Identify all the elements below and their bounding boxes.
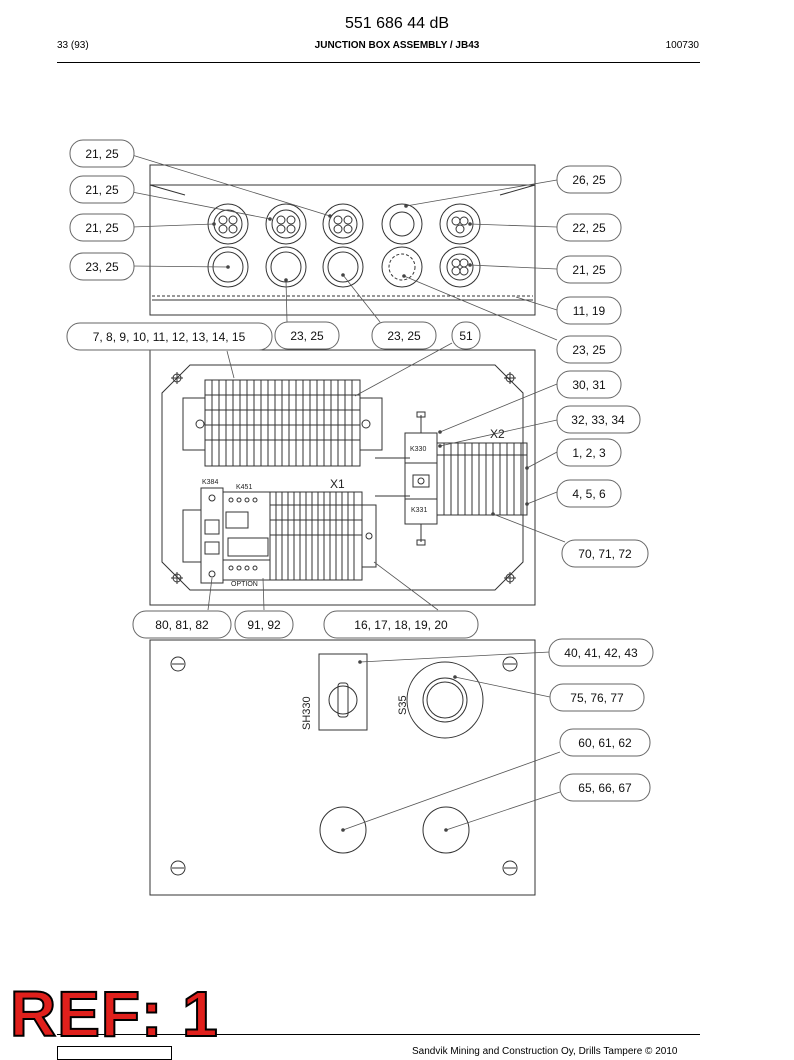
callout-l7: 23, 25 [387, 329, 421, 343]
callout-r14: 65, 66, 67 [578, 781, 632, 795]
header-rule [57, 62, 700, 63]
callout-r9: 4, 5, 6 [572, 487, 606, 501]
cover-panel [149, 639, 536, 896]
terminal-block-x1 [269, 491, 377, 581]
blind-plug-3 [322, 246, 364, 288]
emergency-stop-s35 [406, 661, 484, 739]
callout-r6: 30, 31 [572, 378, 606, 392]
cable-gland-2 [265, 203, 307, 245]
callout-r1: 26, 25 [572, 173, 606, 187]
contactor-k451 [222, 491, 271, 581]
upper-terminal-strip [182, 379, 383, 467]
callout-l1: 21, 25 [85, 147, 119, 161]
callout-b2: 91, 92 [247, 618, 281, 632]
callout-b3: 16, 17, 18, 19, 20 [354, 618, 448, 632]
page-title: JUNCTION BOX ASSEMBLY / JB43 [314, 40, 480, 51]
callout-r11: 40, 41, 42, 43 [564, 646, 638, 660]
label-k384: K384 [202, 479, 218, 486]
callout-l3: 21, 25 [85, 221, 119, 235]
blanking-plug-1 [319, 806, 367, 854]
callout-l2: 21, 25 [85, 183, 119, 197]
top-panel-lid [149, 164, 536, 186]
label-option: OPTION [231, 581, 258, 588]
top-panel [149, 184, 536, 316]
cable-gland-3 [322, 203, 364, 245]
reference-stamp: REF: 1 [9, 978, 219, 1050]
cable-gland-6 [439, 246, 481, 288]
mounting-holes [171, 372, 516, 584]
label-k451: K451 [236, 484, 252, 491]
cable-gland-4 [381, 203, 423, 245]
relay-k330 [404, 411, 438, 546]
mounting-plate [161, 364, 524, 591]
callout-r7: 32, 33, 34 [571, 413, 625, 427]
callout-r13: 60, 61, 62 [578, 736, 632, 750]
page-number: 33 (93) [57, 40, 89, 51]
callout-r4: 11, 19 [573, 304, 606, 318]
callout-l8: 51 [459, 329, 473, 343]
footer-copyright: Sandvik Mining and Construction Oy, Dril… [412, 1046, 678, 1057]
mounting-plate-frame [149, 349, 536, 606]
label-k331: K331 [411, 507, 427, 514]
callout-r5: 23, 25 [572, 343, 606, 357]
main-switch-sh330 [318, 653, 368, 731]
label-s35: S35 [397, 695, 409, 715]
document-code: 551 686 44 dB [344, 15, 450, 32]
blanking-plug-2 [422, 806, 470, 854]
callout-l6: 23, 25 [290, 329, 324, 343]
blind-plug-4 [381, 246, 423, 288]
callout-r8: 1, 2, 3 [572, 446, 606, 460]
label-x1: X1 [330, 477, 345, 491]
callout-l4: 23, 25 [85, 260, 119, 274]
footer-rule [57, 1034, 700, 1035]
callout-b1: 80, 81, 82 [155, 618, 209, 632]
callout-r12: 75, 76, 77 [570, 691, 624, 705]
callout-r2: 22, 25 [572, 221, 606, 235]
cover-screws [170, 656, 518, 876]
callout-l5: 7, 8, 9, 10, 11, 12, 13, 14, 15 [93, 330, 246, 344]
terminal-block-x2 [436, 442, 528, 516]
label-k330: K330 [410, 446, 426, 453]
label-x2: X2 [490, 427, 505, 441]
leader-dots [212, 204, 529, 832]
label-sh330: SH330 [301, 696, 313, 730]
document-date: 100730 [665, 40, 699, 51]
callout-r3: 21, 25 [572, 263, 606, 277]
relay-k384 [182, 487, 224, 584]
callout-r10: 70, 71, 72 [578, 547, 632, 561]
